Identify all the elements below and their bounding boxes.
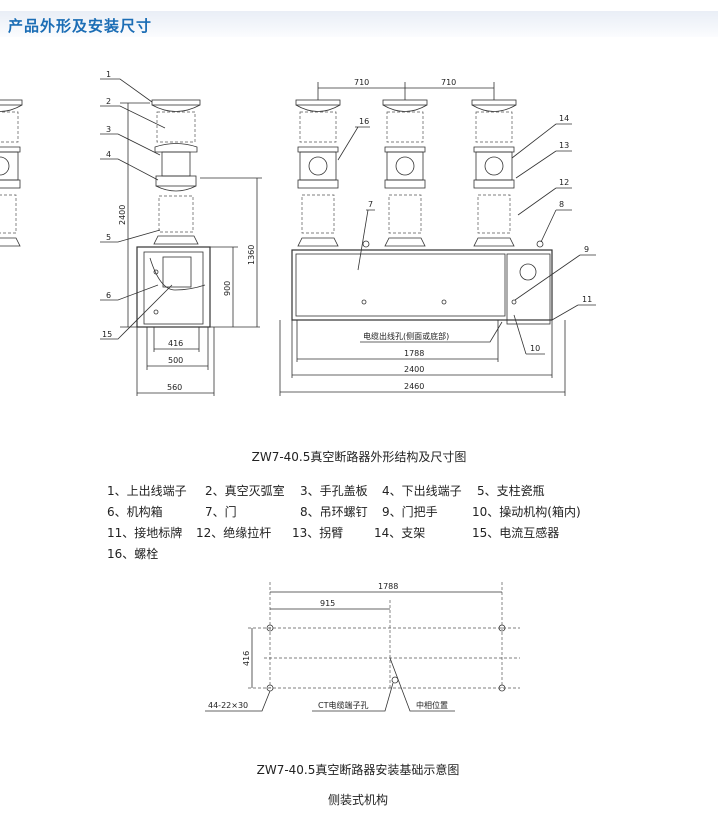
legend-item: 9、门把手 xyxy=(382,504,438,519)
callout-1: 1 xyxy=(106,70,111,79)
callout-6: 6 xyxy=(106,291,111,300)
drawing1-caption: ZW7-40.5真空断路器外形结构及尺寸图 xyxy=(252,449,467,464)
dim-1360: 1360 xyxy=(247,245,256,265)
dim-1788-foundation: 1788 xyxy=(378,582,398,591)
legend-item: 6、机构箱 xyxy=(107,504,163,519)
dim-900: 900 xyxy=(223,281,232,296)
callout-12: 12 xyxy=(559,178,569,187)
callout-14: 14 xyxy=(559,114,569,123)
section-title: 产品外形及安装尺寸 xyxy=(8,17,153,35)
foundation-drawing: 1788 915 416 44-22×30 CT电缆端子孔 中相位置 xyxy=(205,582,520,712)
legend-item: 15、电流互感器 xyxy=(472,525,559,540)
callout-7: 7 xyxy=(368,200,373,209)
legend-item: 16、螺栓 xyxy=(107,546,158,561)
legend-item: 1、上出线端子 xyxy=(107,484,187,498)
parts-legend: 1、上出线端子 2、真空灭弧室 3、手孔盖板 4、下出线端子 5、支柱瓷瓶 6、… xyxy=(107,483,581,561)
ct-terminal-note: CT电缆端子孔 xyxy=(318,700,368,710)
legend-item: 7、门 xyxy=(205,504,237,519)
section-header: 产品外形及安装尺寸 xyxy=(0,11,718,37)
legend-item: 5、支柱瓷瓶 xyxy=(477,483,545,498)
callout-11: 11 xyxy=(582,295,592,304)
dim-560: 560 xyxy=(167,383,182,392)
legend-item: 2、真空灭弧室 xyxy=(205,483,285,498)
legend-item: 14、支架 xyxy=(374,526,425,540)
dim-416: 416 xyxy=(168,339,183,348)
callout-13: 13 xyxy=(559,141,569,150)
dim-416-foundation: 416 xyxy=(242,651,251,666)
legend-item: 12、绝缘拉杆 xyxy=(196,525,271,540)
callout-2: 2 xyxy=(106,97,111,106)
dim-915: 915 xyxy=(320,599,335,608)
legend-item: 4、下出线端子 xyxy=(382,484,462,498)
callout-4: 4 xyxy=(106,150,111,159)
legend-item: 10、操动机构(箱内) xyxy=(472,504,581,519)
callout-8: 8 xyxy=(559,200,564,209)
middle-phase-note: 中相位置 xyxy=(416,700,448,710)
callout-9: 9 xyxy=(584,245,589,254)
drawing2-caption: ZW7-40.5真空断路器安装基础示意图 xyxy=(257,762,460,777)
callout-5: 5 xyxy=(106,233,111,242)
dim-710-left: 710 xyxy=(354,78,369,87)
dim-2460: 2460 xyxy=(404,382,424,391)
dim-2400-height: 2400 xyxy=(118,205,127,225)
dim-1788: 1788 xyxy=(404,349,424,358)
drawing2-subcaption: 侧装式机构 xyxy=(328,792,388,807)
callout-10: 10 xyxy=(530,344,540,353)
cable-outlet-note: 电缆出线孔(侧面或底部) xyxy=(363,331,449,341)
dim-710-right: 710 xyxy=(441,78,456,87)
legend-item: 3、手孔盖板 xyxy=(300,484,368,498)
legend-item: 11、接地标牌 xyxy=(107,525,182,540)
callout-15: 15 xyxy=(102,330,112,339)
callout-3: 3 xyxy=(106,125,111,134)
dim-2400-width: 2400 xyxy=(404,365,424,374)
front-view-drawing: 710 710 16 7 14 13 12 8 9 11 10 电缆出线孔(侧面… xyxy=(0,78,596,396)
legend-item: 8、吊环螺钉 xyxy=(300,505,368,519)
callout-16: 16 xyxy=(359,117,369,126)
holes-note: 44-22×30 xyxy=(208,701,248,710)
dim-500: 500 xyxy=(168,356,183,365)
legend-item: 13、拐臂 xyxy=(292,525,343,540)
side-view-drawing: 1 2 3 4 5 6 15 2400 1360 900 416 500 560 xyxy=(100,70,262,396)
